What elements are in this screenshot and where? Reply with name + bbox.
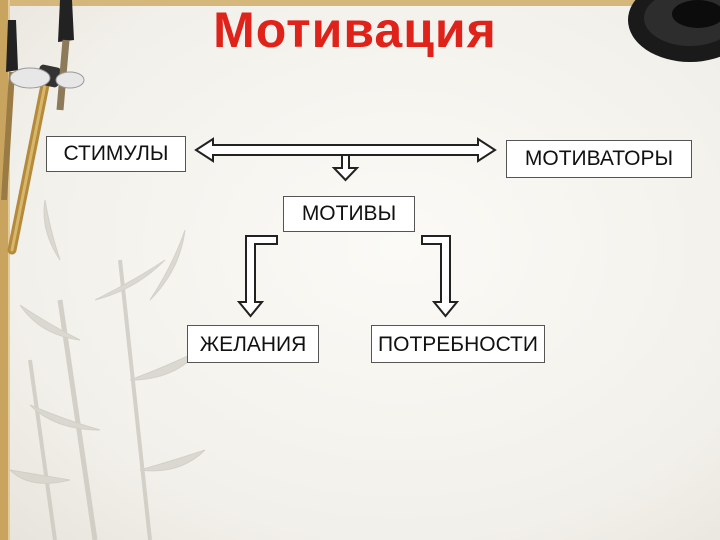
arrow-down-to-motivy <box>331 154 360 182</box>
box-zhelaniya: ЖЕЛАНИЯ <box>187 325 319 363</box>
box-stimuly: СТИМУЛЫ <box>46 136 186 172</box>
box-motivy: МОТИВЫ <box>283 196 415 232</box>
frame-left <box>0 0 10 540</box>
ink-stone-icon <box>628 0 720 62</box>
calligraphy-brush-icon <box>1 0 85 255</box>
box-potrebnosti: ПОТРЕБНОСТИ <box>371 325 545 363</box>
elbow-arrow-to-zhelaniya <box>236 235 278 318</box>
paper-background <box>8 6 720 540</box>
frame-top <box>0 0 720 6</box>
bamboo-icon <box>8 199 206 540</box>
slide-title: Мотивация <box>213 2 497 58</box>
elbow-arrow-to-potrebnosti <box>421 235 460 318</box>
double-arrow-stimuly-motivatory <box>194 137 497 163</box>
box-motivatory: МОТИВАТОРЫ <box>506 140 692 178</box>
